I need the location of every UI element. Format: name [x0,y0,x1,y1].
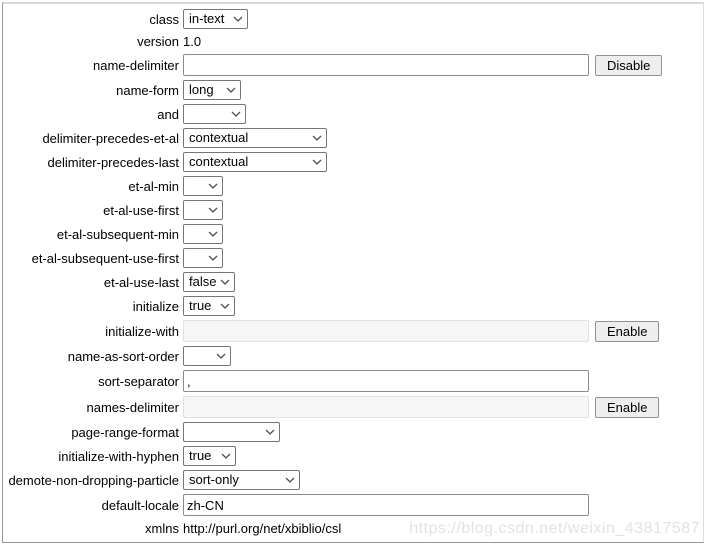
default-locale-input[interactable] [183,494,589,516]
page-range-format-select[interactable] [183,422,280,442]
field-label: delimiter-precedes-et-al [42,130,179,146]
csl-style-editor-panel: class in-text version 1.0 name-delimiter… [2,2,704,543]
row-delimiter-precedes-et-al: delimiter-precedes-et-al contextual [3,128,703,148]
row-names-delimiter: names-delimiter Enable [3,396,703,418]
row-name-form: name-form long [3,80,703,100]
field-label: et-al-min [128,178,179,194]
version-value: 1.0 [183,34,202,49]
chevron-down-icon [216,353,226,359]
row-page-range-format: page-range-format [3,422,703,442]
field-label: names-delimiter [86,399,179,415]
row-sort-separator: sort-separator [3,370,703,392]
field-label: initialize [132,298,179,314]
name-delimiter-disable-button[interactable]: Disable [595,54,663,76]
row-et-al-use-first: et-al-use-first [3,200,703,220]
field-label: name-delimiter [93,57,179,73]
field-label: et-al-subsequent-use-first [31,250,179,266]
et-al-subsequent-min-select[interactable] [183,224,223,244]
chevron-down-icon [231,111,241,117]
et-al-use-last-select[interactable]: false [183,272,235,292]
field-label: xmlns [145,521,179,536]
name-delimiter-input[interactable] [183,54,589,76]
row-et-al-use-last: et-al-use-last false [3,272,703,292]
row-initialize-with: initialize-with Enable [3,320,703,342]
field-label: default-locale [101,497,179,513]
chevron-down-icon [220,303,230,309]
sort-separator-input[interactable] [183,370,589,392]
chevron-down-icon [208,231,218,237]
et-al-subsequent-use-first-select[interactable] [183,248,223,268]
chevron-down-icon [220,279,230,285]
chevron-down-icon [233,16,243,22]
field-label: delimiter-precedes-last [47,154,180,170]
row-name-as-sort-order: name-as-sort-order [3,346,703,366]
field-label: sort-separator [98,373,179,389]
field-label: class [149,11,179,27]
row-xmlns: xmlns http://purl.org/net/xbiblio/csl [3,520,703,537]
row-initialize-with-hyphen: initialize-with-hyphen true [3,446,703,466]
names-delimiter-enable-button[interactable]: Enable [595,396,660,418]
field-label: name-as-sort-order [67,348,179,364]
initialize-with-input [183,320,589,342]
row-demote-non-dropping-particle: demote-non-dropping-particle sort-only [3,470,703,490]
et-al-min-select[interactable] [183,176,223,196]
field-label: page-range-format [71,424,179,440]
class-select[interactable]: in-text [183,9,248,29]
initialize-with-hyphen-select[interactable]: true [183,446,236,466]
field-label: et-al-use-first [103,202,179,218]
row-class: class in-text [3,9,703,29]
field-label: et-al-subsequent-min [56,226,179,242]
row-initialize: initialize true [3,296,703,316]
row-et-al-min: et-al-min [3,176,703,196]
field-label: name-form [116,82,179,98]
names-delimiter-input [183,396,589,418]
demote-non-dropping-particle-select[interactable]: sort-only [183,470,300,490]
chevron-down-icon [221,453,231,459]
chevron-down-icon [285,477,295,483]
row-name-delimiter: name-delimiter Disable [3,54,703,76]
chevron-down-icon [312,135,322,141]
field-label: demote-non-dropping-particle [8,472,179,488]
name-as-sort-order-select[interactable] [183,346,231,366]
initialize-select[interactable]: true [183,296,235,316]
row-et-al-subsequent-min: et-al-subsequent-min [3,224,703,244]
chevron-down-icon [226,87,236,93]
chevron-down-icon [208,207,218,213]
initialize-with-enable-button[interactable]: Enable [595,320,660,342]
chevron-down-icon [265,429,275,435]
field-label: version [137,34,179,49]
chevron-down-icon [208,183,218,189]
row-version: version 1.0 [3,33,703,50]
name-form-select[interactable]: long [183,80,241,100]
field-label: initialize-with [105,323,179,339]
delimiter-precedes-et-al-select[interactable]: contextual [183,128,327,148]
delimiter-precedes-last-select[interactable]: contextual [183,152,327,172]
field-label: and [157,106,179,122]
row-default-locale: default-locale [3,494,703,516]
xmlns-value: http://purl.org/net/xbiblio/csl [183,521,342,536]
row-delimiter-precedes-last: delimiter-precedes-last contextual [3,152,703,172]
row-and: and [3,104,703,124]
field-label: initialize-with-hyphen [58,448,179,464]
chevron-down-icon [208,255,218,261]
et-al-use-first-select[interactable] [183,200,223,220]
field-label: et-al-use-last [103,274,179,290]
chevron-down-icon [312,159,322,165]
and-select[interactable] [183,104,246,124]
row-et-al-subsequent-use-first: et-al-subsequent-use-first [3,248,703,268]
